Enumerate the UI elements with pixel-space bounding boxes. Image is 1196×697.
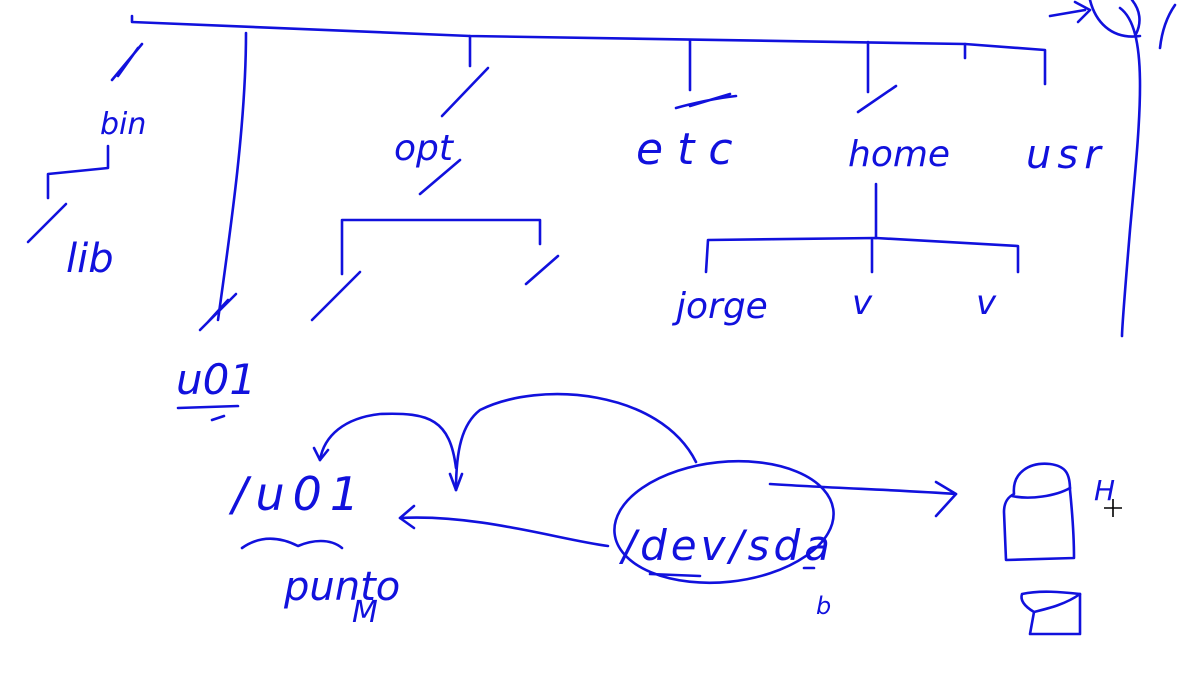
root-branch-lines: [130, 0, 1177, 338]
device-circle: [613, 459, 835, 585]
mount-point-group: /u01 punto M: [228, 467, 400, 630]
node-u01: u01: [176, 355, 256, 404]
node-jorge: jorge: [671, 286, 768, 327]
node-lib: lib: [66, 236, 114, 282]
home-subtree-lines: [704, 182, 1020, 274]
node-user-v-1: v: [852, 283, 873, 323]
disk-label: H: [1094, 474, 1115, 507]
slash-marks: [26, 42, 898, 332]
disk-icon: [1002, 462, 1076, 562]
device-variant-label: b: [816, 592, 831, 620]
opt-subtree-bracket: [340, 218, 542, 276]
node-opt: opt: [394, 128, 455, 169]
tree-labels: bin lib u01 opt etc home usr jorge v v: [66, 107, 1107, 404]
node-usr: usr: [1026, 132, 1107, 178]
bin-lib-connector: [46, 144, 110, 200]
mount-arrows: [312, 392, 958, 548]
crosshair-cursor-icon: [1104, 499, 1122, 517]
node-etc: etc: [636, 124, 747, 175]
mount-point-label: /u01: [228, 467, 367, 521]
device-group: /dev/sda b: [613, 459, 835, 620]
device-label: /dev/sda: [618, 521, 834, 570]
node-home: home: [848, 134, 950, 175]
mount-point-caption: punto: [283, 564, 400, 610]
caption-mark-m: M: [352, 595, 378, 630]
node-user-v-2: v: [976, 283, 997, 323]
disk-icon-secondary: [1020, 590, 1082, 636]
node-bin: bin: [100, 107, 146, 142]
